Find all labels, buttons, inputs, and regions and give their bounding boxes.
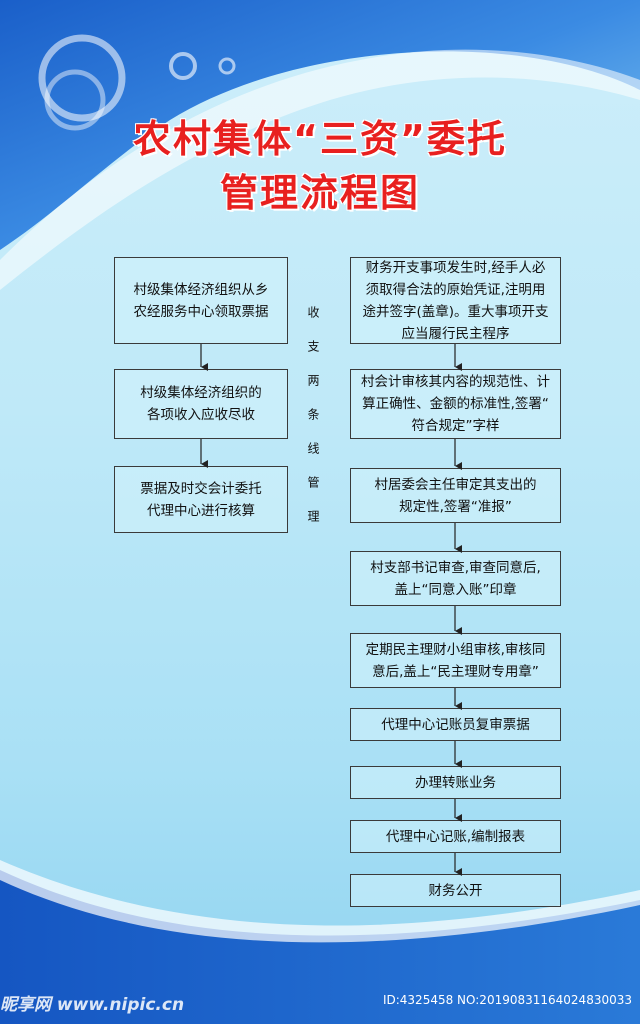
right-step-5: 定期民主理财小组审核,审核同 意后,盖上“民主理财专用章” bbox=[350, 633, 561, 688]
title-line-2: 管理流程图 bbox=[219, 171, 420, 215]
watermark-right: ID:4325458 NO:20190831164024830033 bbox=[382, 993, 632, 1007]
vertical-label: 收支两条线管理 bbox=[306, 306, 320, 544]
right-step-2: 村会计审核其内容的规范性、计 算正确性、金额的标准性,签署“ 符合规定”字样 bbox=[350, 369, 561, 439]
right-step-9: 财务公开 bbox=[350, 874, 561, 907]
left-step-3: 票据及时交会计委托 代理中心进行核算 bbox=[114, 466, 288, 533]
right-step-3: 村居委会主任审定其支出的 规定性,签署“准报” bbox=[350, 468, 561, 523]
right-step-6: 代理中心记账员复审票据 bbox=[350, 708, 561, 741]
left-step-1: 村级集体经济组织从乡 农经服务中心领取票据 bbox=[114, 257, 288, 344]
right-step-4: 村支部书记审查,审查同意后, 盖上“同意入账”印章 bbox=[350, 551, 561, 606]
right-step-1: 财务开支事项发生时,经手人必 须取得合法的原始凭证,注明用 途并签字(盖章)。重… bbox=[350, 257, 561, 344]
title-line-1: 农村集体“三资”委托 bbox=[133, 117, 507, 161]
left-step-2: 村级集体经济组织的 各项收入应收尽收 bbox=[114, 369, 288, 439]
watermark-left: 昵享网 www.nipic.cn bbox=[0, 995, 185, 1015]
right-step-7: 办理转账业务 bbox=[350, 766, 561, 799]
